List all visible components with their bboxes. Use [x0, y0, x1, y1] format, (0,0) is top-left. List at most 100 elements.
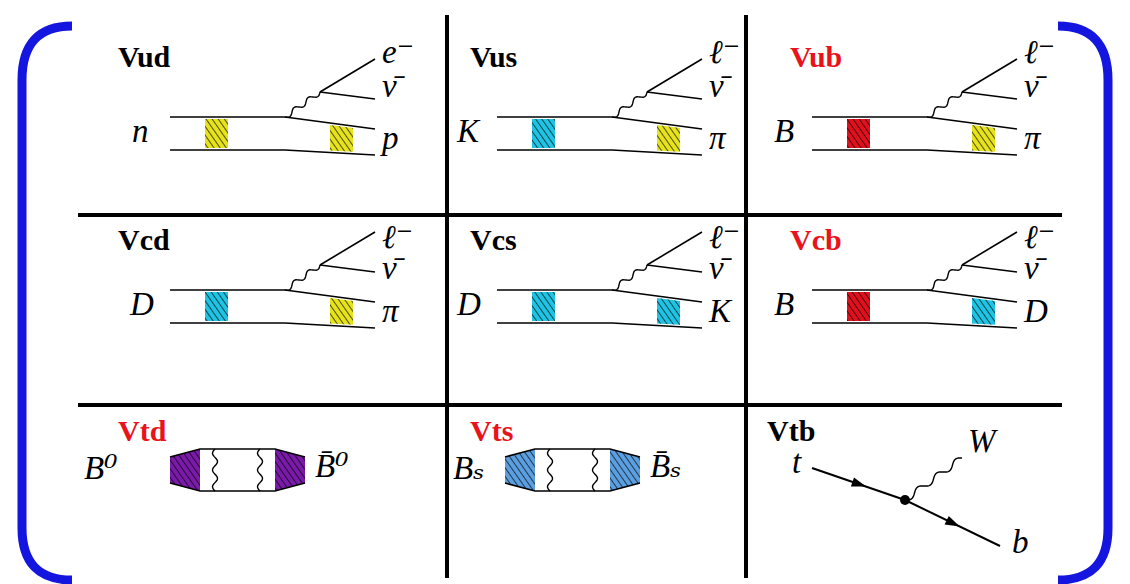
particle-label: B̄⁰	[315, 450, 348, 483]
matrix-element-label: Vud	[118, 42, 170, 72]
grid-lines	[78, 15, 1062, 578]
particle-line	[497, 116, 612, 118]
w-boson-wiggle	[612, 265, 647, 290]
hadron-blob	[972, 125, 995, 152]
w-boson-wiggle	[927, 92, 962, 117]
particle-label: K	[709, 295, 731, 328]
particle-label: W	[968, 425, 996, 458]
particle-line	[927, 323, 1017, 328]
arrowhead	[945, 516, 960, 527]
matrix-element-label: Vcb	[790, 225, 842, 255]
w-boson-wiggle	[258, 449, 263, 491]
particle-label: B̄ₛ	[650, 450, 681, 483]
hadron-blob	[972, 298, 995, 325]
matrix-cell: VtsBₛB̄ₛ	[447, 405, 746, 578]
particle-line	[812, 468, 905, 500]
quark-line	[505, 449, 640, 457]
hadron-hatching	[205, 119, 228, 148]
particle-line	[962, 92, 1017, 99]
particle-label: ℓ⁻	[382, 221, 413, 254]
matrix-element-label: Vub	[790, 42, 842, 72]
hadron-blob	[330, 125, 353, 152]
hadron-hatching	[972, 125, 995, 152]
particle-label: D	[130, 288, 154, 321]
matrix-element-label: Vtb	[767, 416, 815, 446]
matrix-element-label: Vus	[470, 42, 517, 72]
particle-label: p	[382, 122, 399, 155]
matrix-element-label: Vcs	[470, 225, 517, 255]
w-boson-wiggle	[548, 449, 553, 491]
particle-label: b	[1012, 526, 1029, 559]
hadron-hatching	[532, 119, 555, 148]
particle-line	[812, 116, 927, 118]
hadron-blob	[847, 292, 870, 321]
vertex-dot	[900, 495, 910, 505]
left-bracket	[22, 26, 72, 580]
particle-line	[170, 289, 285, 291]
particle-line	[285, 150, 375, 155]
particle-label: ℓ⁻	[1024, 36, 1055, 69]
particle-label: ℓ⁻	[709, 36, 740, 69]
hadron-hatching	[972, 298, 995, 325]
matrix-cell: Vubℓ⁻ν̄Bπ	[746, 15, 1062, 215]
hadron-blob	[532, 292, 555, 321]
quark-line	[505, 483, 640, 491]
hadron-blob	[532, 119, 555, 148]
quark-line	[170, 483, 305, 491]
particle-line	[612, 150, 702, 155]
particle-line	[962, 265, 1017, 272]
particle-label: ν̄	[709, 70, 724, 103]
right-bracket	[1058, 26, 1108, 580]
particle-label: n	[132, 115, 149, 148]
particle-line	[647, 265, 702, 272]
matrix-cell: Vud e⁻ν̄ n p	[78, 15, 447, 215]
w-boson-wiggle	[285, 265, 320, 290]
particle-line	[812, 322, 927, 324]
particle-label: ν̄	[1024, 70, 1039, 103]
quark-line	[170, 449, 305, 457]
hadron-hatching	[205, 292, 228, 321]
particle-line	[285, 323, 375, 328]
w-boson-wiggle	[285, 92, 320, 117]
particle-line	[812, 289, 927, 291]
particle-label: ℓ⁻	[1024, 221, 1055, 254]
particle-line	[647, 232, 702, 265]
particle-line	[170, 149, 285, 151]
particle-line	[497, 322, 612, 324]
particle-label: B⁰	[84, 452, 117, 485]
particle-label: t	[792, 446, 801, 479]
matrix-cell: Vcbℓ⁻ν̄BD	[746, 215, 1062, 405]
particle-line	[320, 232, 375, 265]
hadron-blob	[847, 119, 870, 148]
hadron-blob	[205, 119, 228, 148]
w-boson-wiggle	[612, 92, 647, 117]
w-boson-wiggle	[905, 458, 962, 500]
particle-line	[170, 322, 285, 324]
matrix-element-label: Vtd	[118, 416, 166, 446]
particle-label: e⁻	[382, 36, 414, 69]
particle-line	[905, 500, 1000, 546]
hadron-hatching	[847, 292, 870, 321]
particle-label: Bₛ	[453, 452, 484, 485]
matrix-cell: VtdB⁰ B̄⁰	[78, 405, 447, 578]
particle-line	[497, 289, 612, 291]
matrix-cell: Vusℓ⁻ν̄Kπ	[447, 15, 746, 215]
hadron-blob	[205, 292, 228, 321]
particle-line	[647, 59, 702, 92]
particle-label: π	[382, 295, 399, 328]
particle-line	[812, 149, 927, 151]
feynman-figures	[170, 59, 1017, 546]
hadron-hatching	[657, 298, 680, 325]
matrix-cell: Vcsℓ⁻ν̄DK	[447, 215, 746, 405]
particle-line	[647, 92, 702, 99]
particle-line	[927, 150, 1017, 155]
matrix-cell: Vtbt Wb	[746, 405, 1062, 578]
hadron-hatching	[847, 119, 870, 148]
particle-line	[320, 59, 375, 92]
particle-label: ν̄	[382, 70, 397, 103]
particle-label: D	[457, 288, 481, 321]
particle-label: D	[1024, 295, 1048, 328]
hadron-blob	[657, 125, 680, 152]
particle-label: ℓ⁻	[709, 221, 740, 254]
